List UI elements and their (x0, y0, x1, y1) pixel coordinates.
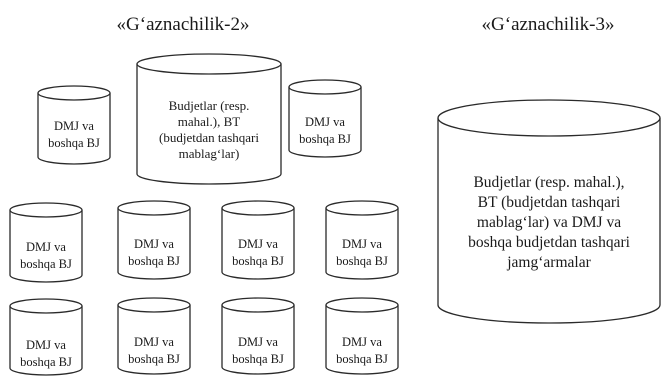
cylinder-label-line: DMJ va (305, 115, 345, 129)
cylinder-top (288, 79, 362, 95)
cylinder-body (325, 208, 399, 280)
cylinder-label-line: boshqa BJ (336, 254, 388, 268)
cylinder-top (437, 99, 661, 137)
cylinder-label-line: DMJ va (134, 335, 174, 349)
database-cylinder-dmj-4: DMJ va boshqa BJ (117, 200, 191, 280)
cylinder-body (288, 87, 362, 158)
cylinder-label-line: DMJ va (54, 119, 94, 133)
cylinder-top (37, 85, 111, 101)
cylinder-body (117, 208, 191, 280)
cylinder-label-line: boshqa budjetdan tashqari (468, 234, 631, 251)
cylinder-body (37, 93, 111, 165)
database-cylinder-dmj-3: DMJ va boshqa BJ (9, 202, 83, 283)
cylinder-label-line: boshqa BJ (128, 352, 180, 366)
cylinder-label-line: boshqa BJ (128, 254, 180, 268)
cylinder-top (9, 298, 83, 314)
cylinder-top (117, 200, 191, 216)
cylinder-label-line: boshqa BJ (336, 352, 388, 366)
cylinder-label-line: boshqa BJ (232, 352, 284, 366)
cylinder-label-line: DMJ va (238, 237, 278, 251)
database-cylinder-dmj-6: DMJ va boshqa BJ (325, 200, 399, 280)
cylinder-label-line: DMJ va (342, 237, 382, 251)
cylinder-label-line: jamg‘armalar (506, 254, 591, 271)
cylinder-label-line: mablag‘lar) va DMJ va (477, 214, 621, 231)
cylinder-label-line: boshqa BJ (299, 132, 351, 146)
database-cylinder-dmj-7: DMJ va boshqa BJ (9, 298, 83, 376)
database-cylinder-dmj-9: DMJ va boshqa BJ (221, 297, 295, 375)
cylinder-body (136, 64, 282, 185)
cylinder-label-line: DMJ va (238, 335, 278, 349)
cylinder-label-line: DMJ va (342, 335, 382, 349)
database-cylinder-dmj-5: DMJ va boshqa BJ (221, 200, 295, 280)
cylinder-top (221, 297, 295, 313)
cylinder-top (325, 297, 399, 313)
cylinder-body (9, 210, 83, 283)
cylinder-label-line: boshqa BJ (232, 254, 284, 268)
cylinder-body (325, 305, 399, 375)
cylinder-label-line: DMJ va (26, 338, 66, 352)
cylinder-body (221, 208, 295, 280)
cylinder-label-line: boshqa BJ (48, 136, 100, 150)
cylinder-body (221, 305, 295, 375)
cylinder-top (136, 53, 282, 75)
cylinder-label-line: boshqa BJ (20, 257, 72, 271)
database-cylinder-dmj-1: DMJ va boshqa BJ (37, 85, 111, 165)
cylinder-body (437, 118, 661, 324)
cylinder-body (117, 305, 191, 375)
group-title-gaznachilik-2: «G‘aznachilik-2» (117, 14, 250, 35)
database-cylinder-budjetlar: Budjetlar (resp. mahal.), BT (budjetdan … (136, 53, 282, 185)
cylinder-label-line: Budjetlar (resp. (169, 98, 250, 113)
group-title-gaznachilik-3: «G‘aznachilik-3» (482, 14, 615, 35)
cylinder-body (9, 306, 83, 376)
cylinder-label-line: boshqa BJ (20, 355, 72, 369)
cylinder-label-line: mablag‘lar) (179, 146, 240, 161)
cylinder-label-line: mahal.), BT (178, 114, 241, 129)
database-cylinder-dmj-10: DMJ va boshqa BJ (325, 297, 399, 375)
cylinder-label-line: BT (budjetdan tashqari (478, 194, 621, 211)
cylinder-top (325, 200, 399, 216)
cylinder-label-line: Budjetlar (resp. mahal.), (473, 174, 624, 191)
cylinder-label-line: DMJ va (26, 240, 66, 254)
cylinder-label-line: DMJ va (134, 237, 174, 251)
database-cylinder-gaznachilik-3: Budjetlar (resp. mahal.), BT (budjetdan … (437, 99, 661, 324)
database-cylinder-dmj-8: DMJ va boshqa BJ (117, 297, 191, 375)
database-cylinder-dmj-2: DMJ va boshqa BJ (288, 79, 362, 158)
cylinder-top (9, 202, 83, 218)
cylinder-top (117, 297, 191, 313)
cylinder-label-line: (budjetdan tashqari (159, 130, 259, 145)
cylinder-top (221, 200, 295, 216)
